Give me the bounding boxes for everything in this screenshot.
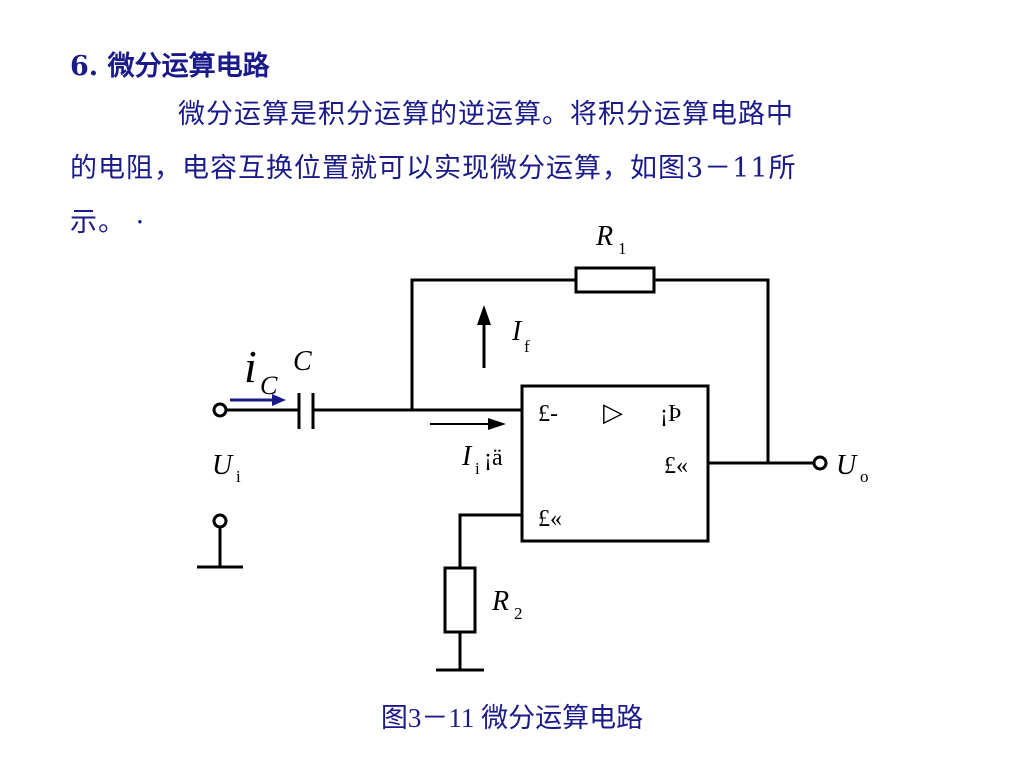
noninverting-input-wire: [458, 513, 522, 568]
if-subscript: f: [524, 337, 530, 356]
ic-label: i: [244, 341, 257, 392]
op-amp-triangle-icon: ▷: [603, 398, 623, 427]
uo-label: U: [836, 450, 858, 481]
section-heading: 6. 微分运算电路: [70, 51, 270, 82]
output-terminal: [812, 455, 828, 471]
uo-subscript: o: [860, 467, 869, 486]
ground-terminal: [212, 513, 228, 529]
feedback-wire-left: [410, 278, 576, 410]
feedback-wire-right: [654, 278, 770, 463]
resistor-r2: [443, 566, 477, 634]
if-label: I: [511, 316, 523, 347]
paragraph-line-3: 示。 ·: [70, 207, 146, 238]
paragraph-line-1: 微分运算是积分运算的逆运算。将积分运算电路中: [178, 99, 794, 130]
ic-subscript: C: [260, 371, 278, 400]
output-sign: £«: [664, 453, 688, 479]
figure-caption: 图3－11 微分运算电路: [380, 703, 644, 733]
input-terminal: [212, 402, 228, 418]
ii-suffix: ¡ä: [484, 445, 503, 471]
r1-subscript: 1: [618, 239, 627, 258]
inverting-input-sign: £-: [538, 401, 558, 427]
body-paragraph: 微分运算是积分运算的逆运算。将积分运算电路中 的电阻，电容互换位置就可以实现微分…: [70, 88, 960, 250]
r2-subscript: 2: [514, 604, 523, 623]
gain-infinity-sign: ¡Þ: [660, 401, 681, 427]
ground-symbol: [197, 527, 243, 569]
ii-arrowhead: [488, 418, 506, 430]
ui-label: U: [212, 450, 234, 481]
r2-label: R: [491, 586, 509, 617]
capacitor-label: C: [293, 346, 312, 377]
ii-subscript: i: [475, 459, 480, 478]
ui-subscript: i: [236, 467, 241, 486]
op-amp-box: [520, 384, 710, 543]
capacitor-c: [297, 393, 315, 429]
ic-arrowhead: [272, 394, 286, 406]
r2-ground: [436, 632, 484, 672]
if-arrowhead: [477, 305, 491, 325]
ii-label: I: [461, 441, 473, 472]
paragraph-line-2: 的电阻，电容互换位置就可以实现微分运算，如图3－11所: [70, 153, 797, 184]
r1-label: R: [595, 221, 613, 252]
resistor-r1: [574, 266, 656, 294]
noninverting-input-sign: £«: [538, 506, 562, 532]
